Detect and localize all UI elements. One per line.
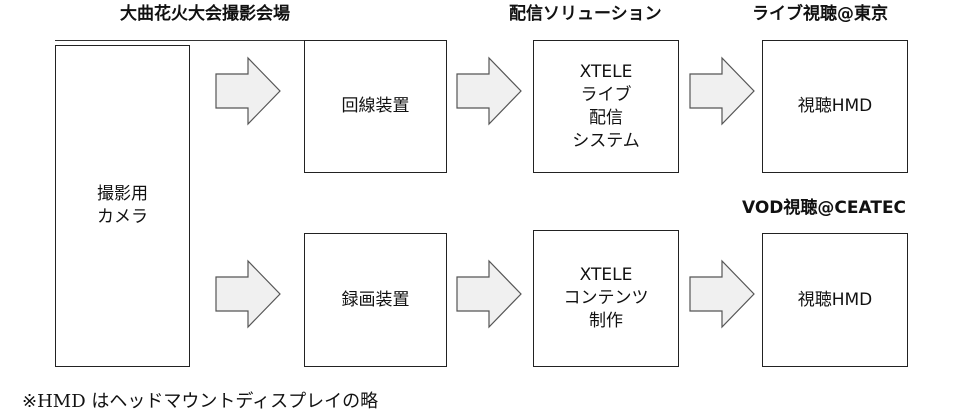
hmd-live-box: 視聴HMD [762, 40, 908, 173]
camera-label-line2: カメラ [97, 207, 148, 227]
arrow-line-to-xtele-live [456, 56, 522, 126]
line-device-box: 回線装置 [304, 40, 447, 173]
xtele-content-box: XTELE コンテンツ 制作 [533, 230, 679, 367]
header-vod-viewing: VOD視聴@CEATEC [742, 198, 907, 218]
arrow-xtele-live-to-hmd [689, 56, 755, 126]
arrow-recorder-to-xtele-content [456, 259, 522, 329]
xtele-live-line2: ライブ [580, 84, 632, 105]
arrow-xtele-content-to-hmd [689, 259, 755, 329]
footnote: ※HMD はヘッドマウントディスプレイの略 [22, 391, 379, 412]
header-live-viewing: ライブ視聴@東京 [752, 4, 888, 24]
header-delivery: 配信ソリューション [509, 4, 662, 24]
xtele-content-line3: 制作 [589, 311, 623, 331]
hmd-live-label: 視聴HMD [797, 96, 873, 116]
arrow-camera-to-recorder [215, 259, 281, 329]
camera-box: 撮影用 カメラ [55, 45, 190, 367]
xtele-content-line1: XTELE [579, 265, 633, 285]
xtele-content-line2: コンテンツ [563, 288, 649, 308]
hmd-vod-box: 視聴HMD [762, 233, 908, 367]
xtele-live-line1: XTELE [579, 61, 633, 82]
recorder-label: 録画装置 [341, 289, 410, 310]
xtele-live-box: XTELE ライブ 配信 システム [533, 40, 679, 173]
hmd-vod-label: 視聴HMD [797, 289, 873, 310]
header-venue-underline [55, 40, 447, 41]
recorder-box: 録画装置 [304, 233, 447, 367]
xtele-live-line4: システム [572, 130, 640, 151]
xtele-live-line3: 配信 [589, 107, 623, 128]
header-venue: 大曲花火大会撮影会場 [120, 4, 290, 24]
camera-label-line1: 撮影用 [97, 184, 148, 204]
arrow-camera-to-line [215, 56, 281, 126]
line-device-label: 回線装置 [341, 96, 410, 116]
